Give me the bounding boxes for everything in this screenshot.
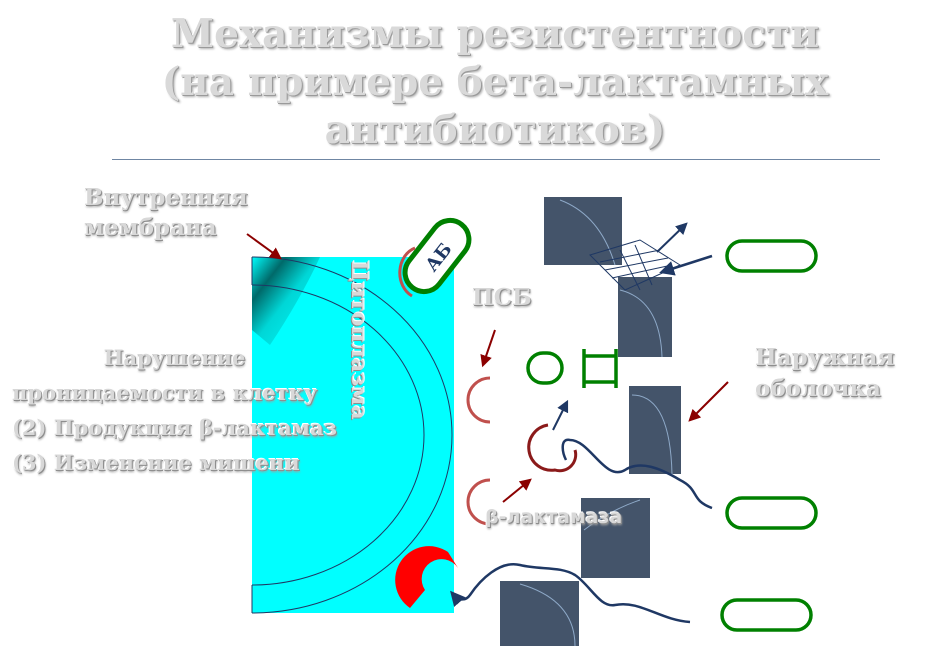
slide-title: Механизмы резистентности (на примере бет… (110, 10, 880, 154)
psb-receptor-lower (466, 478, 491, 526)
antibiotic-capsule-1 (725, 239, 818, 273)
beta-lactamase-enzyme (395, 546, 458, 608)
title-line-2: (на примере бета-лактамных (161, 59, 829, 105)
outer-block-1 (544, 197, 622, 265)
inner-membrane-label-line2: мембрана (84, 214, 217, 241)
psb-receptor-middle (466, 376, 491, 424)
antibiotic-capsule-2 (725, 496, 818, 530)
title-divider (112, 159, 880, 160)
outer-block-5 (500, 581, 579, 646)
outer-membrane-label-line1: Наружная (755, 344, 895, 371)
psb-arrow (480, 329, 496, 368)
antibiotic-capsule-3 (720, 598, 813, 632)
inner-membrane-inner-arc (251, 284, 425, 586)
cytoplasm-label: Цитоплазма (346, 260, 372, 420)
outer-block-4 (581, 498, 650, 578)
efflux-arrow-out (656, 222, 688, 253)
antibiotic-capsule-4 (526, 351, 564, 385)
outer-block-2 (618, 277, 672, 357)
antibiotic-capsule (402, 217, 472, 295)
outer-membrane-label-line2: оболочка (755, 375, 881, 402)
inner-membrane-label: Внутренняя мембрана (84, 183, 248, 243)
outer-block-3 (629, 386, 681, 474)
mechanism-1-line1: Нарушение (103, 345, 246, 370)
mechanisms-list: Нарушение проницаемости в клетку (2) Про… (12, 340, 337, 480)
title-line-3: антибиотиков) (324, 107, 666, 153)
inner-membrane-arrow (246, 233, 282, 260)
wavy-path-lower (450, 562, 691, 624)
beta-lactamase-small (527, 423, 578, 473)
beta-lactamase-arrow (502, 478, 532, 503)
hydrolysis-arrow (552, 399, 569, 431)
inner-membrane-outer-arc (251, 256, 453, 614)
mechanism-1-line2: проницаемости в клетку (12, 380, 318, 405)
psb-label: ПСБ (472, 284, 532, 311)
psb-receptor-top (398, 246, 416, 298)
beta-lactamase-label: β-лактамаза (485, 506, 623, 528)
hatched-membrane (252, 257, 320, 345)
title-line-1: Механизмы резистентности (170, 11, 820, 57)
efflux-arrow-in (659, 254, 713, 276)
outer-membrane-arrow (688, 381, 729, 422)
inner-membrane-label-line1: Внутренняя (84, 184, 248, 211)
outer-membrane-label: Наружная оболочка (755, 342, 894, 404)
cleaved-ring (582, 349, 618, 388)
mechanism-3: (3) Изменение мишени (12, 450, 300, 475)
mechanism-2: (2) Продукция β-лактамаз (12, 415, 337, 440)
wavy-path-upper (561, 438, 713, 510)
